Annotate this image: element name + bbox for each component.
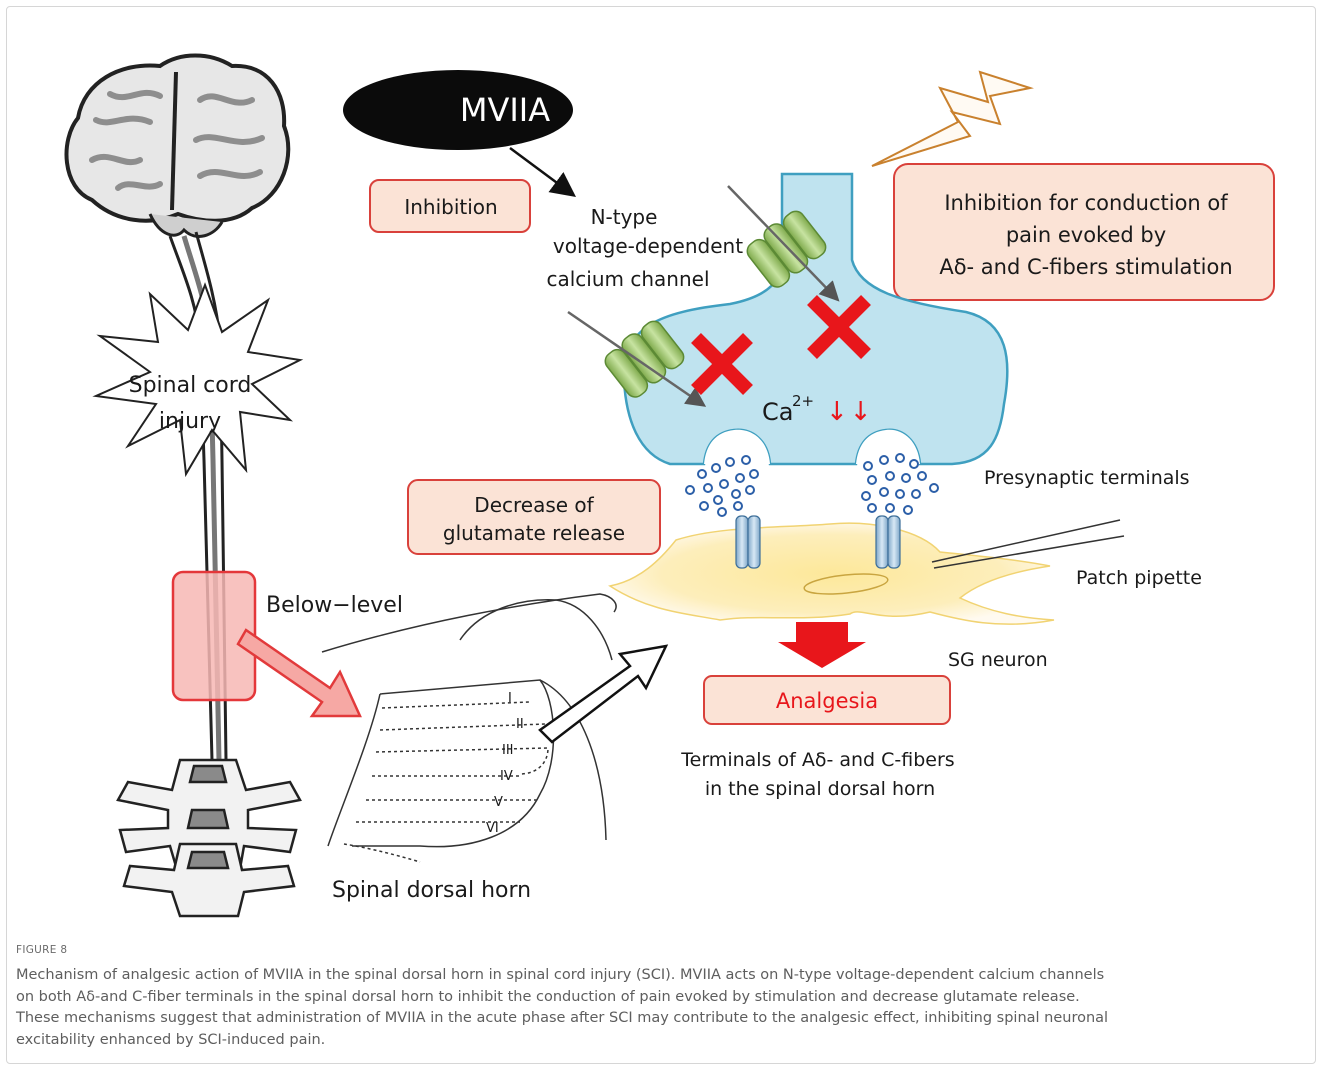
lamina-labels: I II III IV V VI [486,691,524,836]
vertebrae-illustration [118,760,300,916]
figure-caption: Mechanism of analgesic action of MVIIA i… [16,965,1306,1051]
svg-text:2+: 2+ [792,392,814,410]
svg-text:calcium channel: calcium channel [546,267,709,291]
terminals-label: Terminals of Aδ- and C-fibers in the spi… [680,749,954,800]
lamina-label: I [508,691,512,706]
mviia-ellipse: MVIIA [343,70,573,194]
analgesia-box: Analgesia [704,676,950,724]
svg-text:voltage-dependent: voltage-dependent [553,234,743,258]
lamina-label: III [502,743,514,758]
below-level-marker: Below−level [173,572,403,716]
spinal-cord-injury-burst: Spinal cord injury [96,285,300,474]
svg-text:glutamate release: glutamate release [443,521,625,545]
sg-neuron-label: SG neuron [948,649,1048,671]
caption-line: These mechanisms suggest that administra… [16,1008,1306,1030]
glutamate-receptor [736,516,760,568]
channel-label: N-type voltage-dependent calcium channel [546,205,743,291]
svg-text:pain evoked by: pain evoked by [1006,223,1166,247]
analgesia-arrow [778,622,866,668]
svg-text:N-type: N-type [591,205,658,229]
glutamate-receptor [876,516,900,568]
presynaptic-label: Presynaptic terminals [984,467,1190,489]
svg-text:Decrease of: Decrease of [474,493,594,517]
lamina-label: VI [486,821,499,836]
sci-label-line2: injury [159,409,221,434]
analgesia-label: Analgesia [776,689,878,713]
svg-text:↓↓: ↓↓ [826,397,874,427]
lamina-label: II [516,717,524,732]
mechanism-diagram: Spinal cord injury Below−level I II III … [0,0,1322,940]
conduction-inhibition-box: Inhibition for conduction of pain evoked… [894,164,1274,300]
svg-text:Ca: Ca [762,398,793,426]
inhibition-tag-label: Inhibition [404,195,497,219]
sg-neuron [610,523,1054,624]
patch-pipette-label: Patch pipette [1076,567,1202,589]
dorsal-horn-label: Spinal dorsal horn [332,878,531,903]
caption-line: Mechanism of analgesic action of MVIIA i… [16,965,1306,987]
glutamate-release-box: Decrease of glutamate release [408,480,660,554]
caption-line: on both Aδ-and C-fiber terminals in the … [16,987,1306,1009]
svg-text:Terminals of Aδ- and C-fibers: Terminals of Aδ- and C-fibers [680,749,954,771]
brain-illustration [66,56,288,237]
svg-text:in the spinal dorsal horn: in the spinal dorsal horn [705,778,935,800]
lamina-label: IV [500,769,513,784]
lightning-icon [872,72,1030,166]
lamina-label: V [494,795,503,810]
inhibition-tag: Inhibition [370,180,530,232]
mviia-label: MVIIA [460,91,550,129]
svg-text:Aδ- and C-fibers stimulation: Aδ- and C-fibers stimulation [939,255,1232,279]
svg-text:Inhibition for conduction of: Inhibition for conduction of [944,191,1228,215]
below-level-label: Below−level [266,593,403,618]
figure-label: FIGURE 8 [16,944,67,956]
sci-label-line1: Spinal cord [129,373,252,398]
caption-line: excitability enhanced by SCI-induced pai… [16,1030,1306,1052]
